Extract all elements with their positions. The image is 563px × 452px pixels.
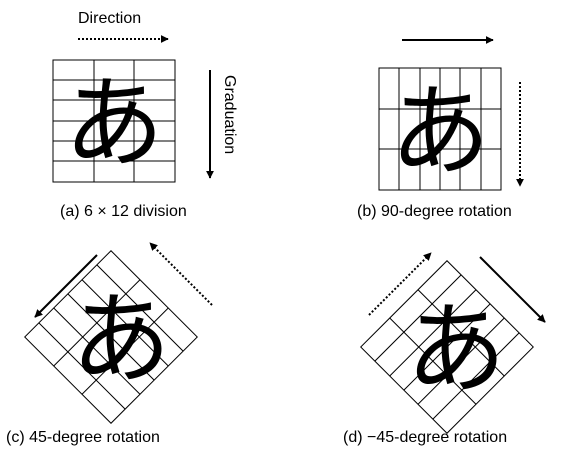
kana-character: あ	[71, 281, 171, 398]
grid-rotated-90	[378, 67, 502, 191]
graduation-arrow	[34, 254, 98, 318]
panel-a-diagram: あ	[52, 35, 214, 183]
caption-b: (b) 90-degree rotation	[357, 203, 512, 220]
graduation-arrow	[368, 252, 432, 316]
panel-d-diagram: あ	[360, 252, 546, 434]
panel-c-diagram: あ	[24, 242, 213, 424]
panel-b-diagram: あ	[378, 36, 524, 191]
grid-rotated-minus-45	[360, 260, 534, 434]
kana-character: あ	[390, 73, 490, 190]
grid-rotated-45	[24, 250, 198, 424]
grid-6x12	[52, 59, 176, 183]
direction-label: Direction	[78, 10, 142, 27]
caption-d: (d) −45-degree rotation	[343, 429, 508, 446]
kana-character: あ	[406, 291, 506, 408]
caption-a: (a) 6 × 12 division	[60, 203, 187, 220]
direction-arrow	[479, 256, 546, 323]
caption-c: (c) 45-degree rotation	[6, 429, 160, 446]
direction-arrow	[149, 242, 213, 306]
kana-character: あ	[64, 65, 164, 182]
graduation-label: Graduation	[221, 75, 238, 155]
